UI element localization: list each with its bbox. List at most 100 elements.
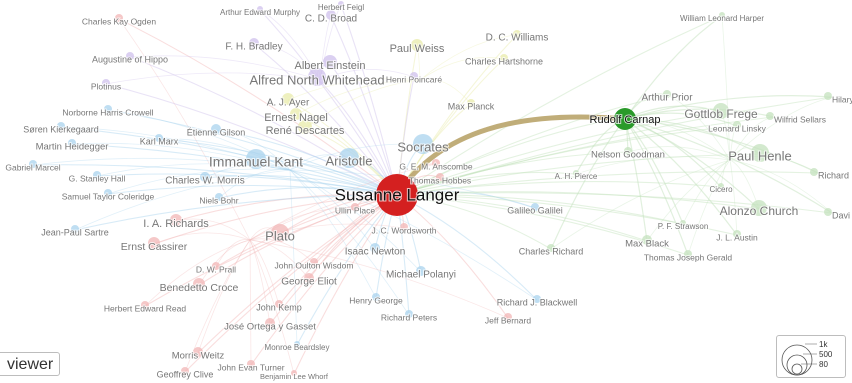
node-label[interactable]: Charles Hartshorne [464, 55, 544, 67]
graph-node[interactable] [126, 52, 134, 60]
node-label[interactable]: Niels Bohr [198, 194, 239, 206]
node-label[interactable]: Ernest Nagel [263, 111, 329, 125]
graph-node[interactable] [200, 172, 210, 182]
node-label[interactable]: Thomas Joseph Gerald [643, 251, 734, 263]
node-label[interactable]: Rudolf Carnap [589, 113, 662, 127]
graph-node[interactable] [323, 55, 337, 69]
node-label[interactable]: Galileo Galilei [506, 204, 564, 216]
graph-node[interactable] [247, 360, 255, 368]
node-label[interactable]: Norborne Harris Crowell [61, 106, 154, 118]
node-label[interactable]: Henry George [348, 294, 404, 306]
graph-node[interactable] [310, 258, 318, 266]
graph-node[interactable] [810, 168, 818, 176]
node-label[interactable]: Paul Weiss [389, 42, 446, 56]
graph-node[interactable] [410, 72, 418, 80]
node-label[interactable]: Max Black [624, 238, 670, 251]
node-label[interactable]: G. E. M. Anscombe [398, 160, 473, 172]
graph-node[interactable] [642, 235, 652, 245]
graph-node[interactable] [718, 183, 724, 189]
graph-node[interactable] [212, 262, 220, 270]
node-label[interactable]: Isaac Newton [344, 246, 407, 259]
node-label[interactable]: Gabriel Marcel [4, 161, 61, 173]
graph-node[interactable] [824, 92, 832, 100]
node-label[interactable]: Richard Peters [380, 311, 438, 323]
node-label[interactable]: Herbert Edward Read [103, 302, 187, 314]
graph-node[interactable] [416, 266, 426, 276]
node-label[interactable]: Michael Polanyi [385, 269, 457, 282]
rudolf-carnap-node[interactable] [614, 108, 636, 130]
graph-node[interactable] [413, 134, 433, 154]
graph-node[interactable] [291, 370, 297, 376]
node-label[interactable]: Immanuel Kant [208, 153, 304, 171]
node-label[interactable]: José Ortega y Gasset [223, 321, 317, 334]
graph-node[interactable] [211, 124, 221, 134]
node-label[interactable]: William Leonard Harper [679, 13, 765, 24]
node-label[interactable]: Alfred North Whitehead [248, 71, 385, 88]
graph-node[interactable] [436, 173, 444, 181]
graph-node[interactable] [193, 278, 205, 290]
node-label[interactable]: Benjamin Lee Whorf [259, 371, 330, 382]
graph-node[interactable] [71, 225, 79, 233]
node-label[interactable]: Ullin Place [334, 204, 376, 216]
node-label[interactable]: G. Stanley Hall [68, 172, 127, 184]
graph-node[interactable] [713, 103, 729, 119]
node-label[interactable]: Søren Kierkegaard [22, 123, 100, 135]
graph-node[interactable] [719, 12, 725, 18]
node-label[interactable]: P. F. Strawson [657, 221, 710, 232]
node-label[interactable]: Étienne Gilson [186, 126, 247, 138]
graph-node[interactable] [500, 54, 508, 62]
graph-node[interactable] [733, 121, 741, 129]
graph-node[interactable] [370, 243, 380, 253]
node-label[interactable]: Davi [831, 209, 851, 221]
viewer-button[interactable]: viewer [0, 352, 61, 376]
graph-node[interactable] [547, 244, 555, 252]
graph-node[interactable] [170, 214, 182, 226]
graph-node[interactable] [298, 120, 312, 134]
graph-node[interactable] [294, 341, 300, 347]
node-label[interactable]: Benedetto Croce [159, 281, 240, 295]
node-label[interactable]: John Kemp [255, 301, 303, 313]
node-label[interactable]: Wilfrid Sellars [773, 113, 827, 125]
graph-node[interactable] [513, 30, 521, 38]
node-label[interactable]: Arthur Edward Murphy [219, 7, 301, 18]
graph-node[interactable] [290, 108, 302, 120]
graph-node[interactable] [104, 189, 112, 197]
node-label[interactable]: Max Planck [447, 100, 496, 112]
node-label[interactable]: Augustine of Hippo [91, 53, 169, 65]
node-label[interactable]: Nelson Goodman [590, 149, 666, 162]
node-label[interactable]: A. H. Pierce [554, 171, 599, 182]
node-label[interactable]: Socrates [396, 138, 450, 155]
graph-node[interactable] [141, 301, 149, 309]
graph-node[interactable] [372, 293, 380, 301]
graph-node[interactable] [282, 93, 294, 105]
graph-node[interactable] [308, 68, 326, 86]
graph-node[interactable] [148, 237, 160, 249]
node-label[interactable]: Martin Heidegger [35, 141, 110, 154]
graph-node[interactable] [533, 295, 541, 303]
graph-node[interactable] [181, 367, 189, 375]
node-label[interactable]: I. A. Richards [142, 217, 210, 231]
node-label[interactable]: Samuel Taylor Coleridge [61, 190, 156, 202]
graph-node[interactable] [304, 273, 314, 283]
graph-node[interactable] [400, 223, 408, 231]
node-label[interactable]: Paul Henle [727, 147, 793, 164]
node-label[interactable]: Albert Einstein [294, 59, 367, 73]
node-label[interactable]: J. C. Wordsworth [370, 224, 437, 236]
graph-node[interactable] [432, 159, 440, 167]
graph-node[interactable] [573, 170, 579, 176]
node-label[interactable]: Arthur Prior [640, 92, 694, 105]
graph-node[interactable] [405, 310, 413, 318]
node-label[interactable]: Richard [817, 169, 850, 181]
node-label[interactable]: Ernst Cassirer [120, 240, 189, 254]
graph-node[interactable] [684, 250, 692, 258]
node-label[interactable]: D. C. Williams [485, 32, 550, 45]
node-label[interactable]: Thomas Hobbes [408, 174, 472, 186]
graph-node[interactable] [680, 220, 686, 226]
graph-node[interactable] [57, 122, 65, 130]
node-label[interactable]: Charles Richard [518, 245, 585, 257]
graph-node[interactable] [249, 38, 259, 48]
graph-node[interactable] [271, 224, 289, 242]
graph-node[interactable] [663, 90, 671, 98]
graph-node[interactable] [339, 148, 359, 168]
